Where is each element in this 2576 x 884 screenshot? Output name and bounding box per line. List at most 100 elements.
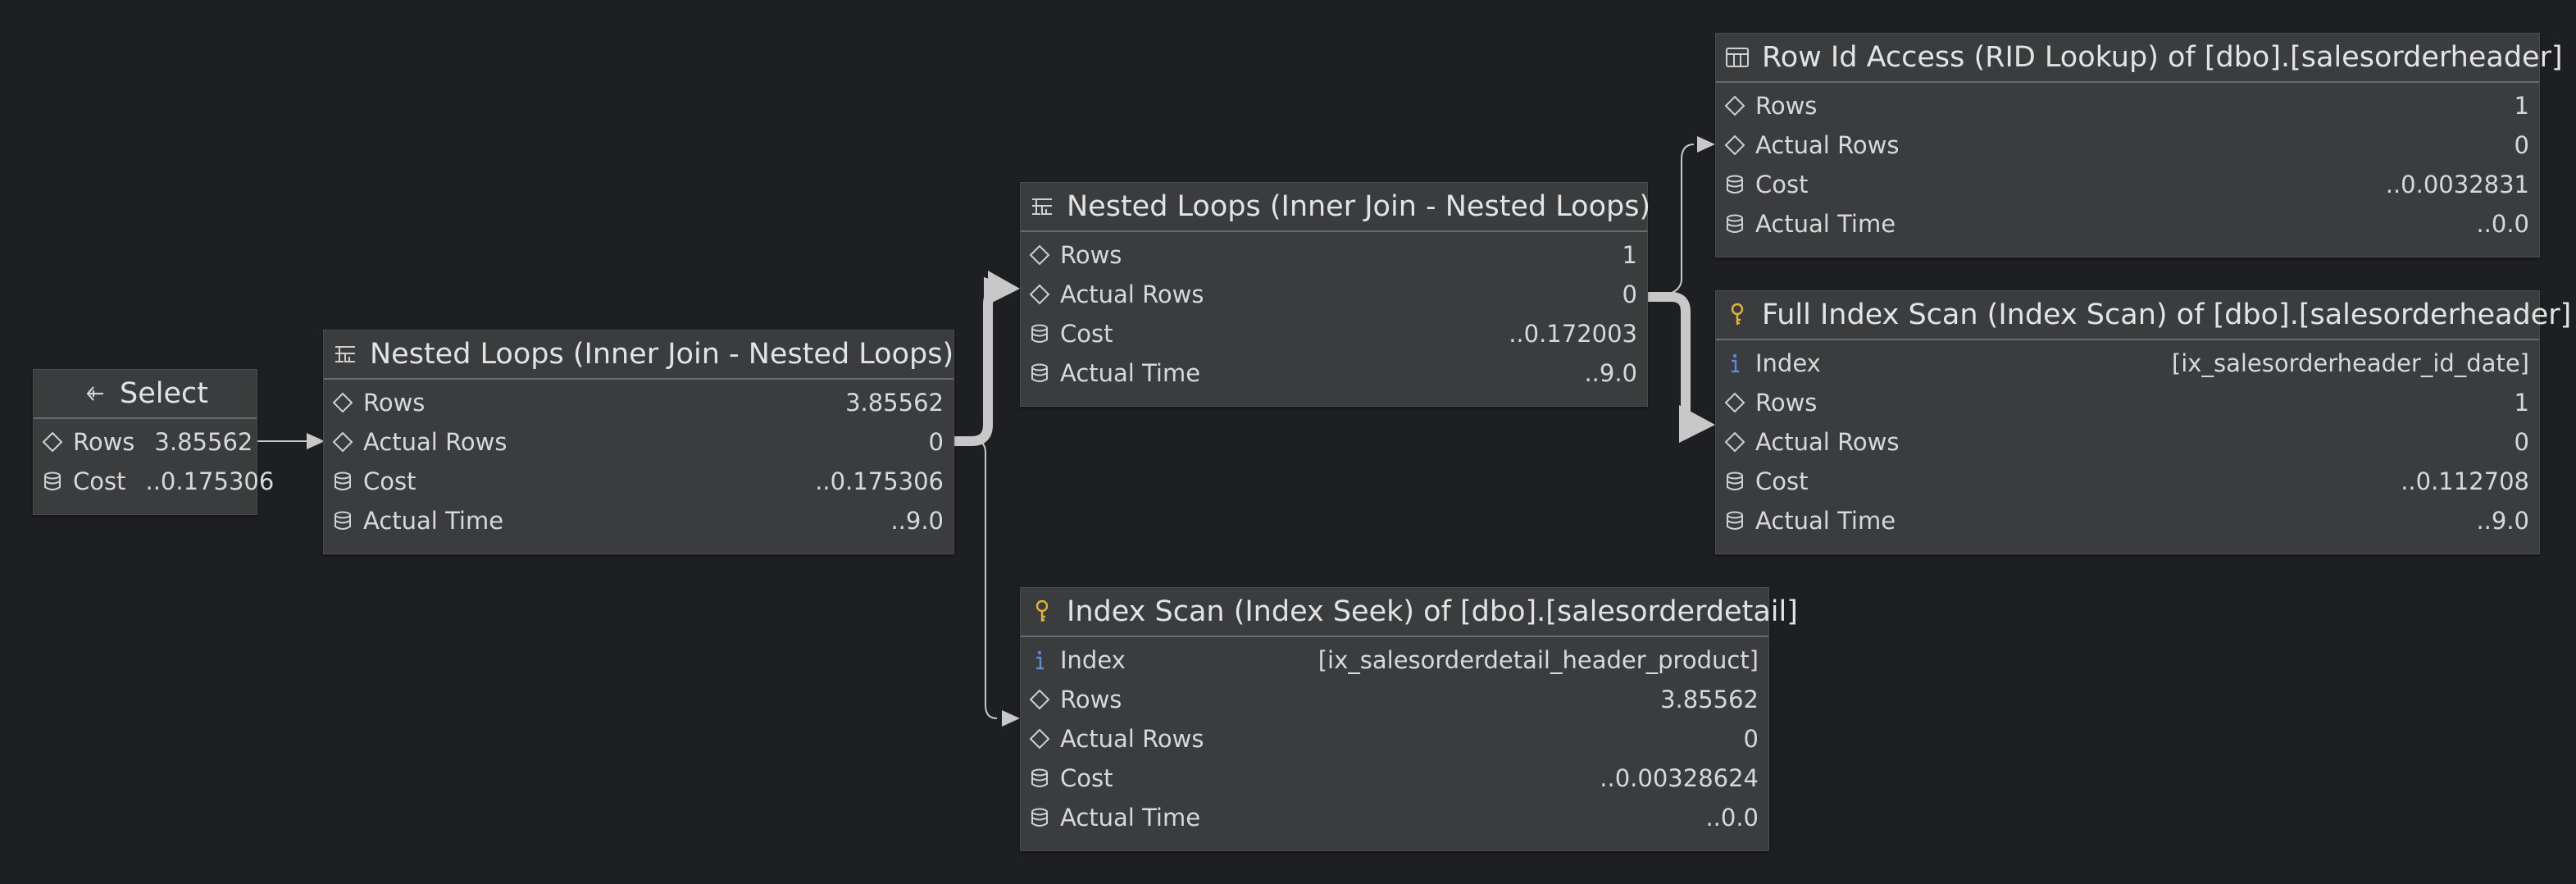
node-header: Select: [34, 370, 257, 419]
node-nested-loops-2[interactable]: Nested Loops (Inner Join - Nested Loops)…: [1020, 182, 1651, 407]
property-row: Cost ..0.00328624: [1021, 759, 1768, 798]
property-row: Actual Time ..9.0: [1716, 501, 2539, 540]
edge-index-seek-to-nested-loops-1: [975, 440, 1020, 727]
property-value: 3.85562: [845, 389, 944, 417]
edge-rid-lookup-to-nested-loops-2: [1645, 136, 1715, 298]
property-value: 0: [1622, 280, 1637, 308]
database-icon: [1029, 362, 1050, 384]
node-header: Full Index Scan (Index Scan) of [dbo].[s…: [1716, 291, 2571, 340]
property-row: Cost ..0.172003: [1021, 314, 1647, 353]
property-row: Index [ix_salesorderheader_id_date]: [1716, 344, 2539, 383]
property-value: ..0.0: [1705, 804, 1759, 832]
property-value: 3.85562: [1660, 686, 1759, 713]
property-value: 0: [2514, 428, 2529, 456]
property-value: 1: [2514, 389, 2529, 417]
node-title: Index Scan (Index Seek) of [dbo].[saleso…: [1067, 595, 1798, 628]
info-icon: [1724, 353, 1745, 374]
property-value: ..0.00328624: [1600, 764, 1759, 792]
property-value: 1: [2514, 92, 2529, 120]
diamond-icon: [1724, 431, 1745, 453]
property-row: Actual Rows 0: [1716, 125, 2539, 165]
nested-loops-icon: [1029, 194, 1055, 220]
property-row: Rows 3.85562: [34, 422, 257, 462]
property-value: ..9.0: [1584, 359, 1637, 387]
node-rid-lookup-salesorderheader[interactable]: Row Id Access (RID Lookup) of [dbo].[sal…: [1715, 33, 2563, 257]
key-icon: [1724, 302, 1750, 328]
edge-full-index-scan-to-nested-loops-2: [1646, 292, 1715, 443]
node-title: Nested Loops (Inner Join - Nested Loops): [370, 338, 954, 371]
property-value: [ix_salesorderheader_id_date]: [2171, 349, 2529, 377]
property-row: Rows 1: [1716, 86, 2539, 125]
table-icon: [1724, 44, 1750, 71]
key-icon: [1029, 599, 1055, 625]
property-row: Actual Rows 0: [1716, 422, 2539, 462]
property-row: Rows 3.85562: [324, 383, 953, 422]
property-row: Actual Time ..0.0: [1021, 798, 1768, 837]
node-header: Row Id Access (RID Lookup) of [dbo].[sal…: [1716, 34, 2563, 83]
property-value: ..0.172003: [1509, 320, 1637, 348]
edge-nested-loops-1-to-select: [257, 433, 325, 449]
node-select[interactable]: Select Rows 3.85562 Cost ..0.175306: [33, 369, 274, 515]
property-row: Actual Rows 0: [324, 422, 953, 462]
diamond-icon: [1724, 134, 1745, 156]
database-icon: [332, 510, 353, 531]
property-row: Actual Rows 0: [1021, 719, 1768, 759]
property-row: Rows 3.85562: [1021, 680, 1768, 719]
property-row: Cost ..0.175306: [34, 462, 274, 501]
diamond-icon: [1029, 284, 1050, 305]
node-nested-loops-1[interactable]: Nested Loops (Inner Join - Nested Loops)…: [323, 330, 954, 554]
property-value: ..0.0032831: [2385, 171, 2529, 198]
node-index-seek-salesorderdetail[interactable]: Index Scan (Index Seek) of [dbo].[saleso…: [1020, 587, 1798, 851]
database-icon: [1724, 213, 1745, 235]
node-header: Nested Loops (Inner Join - Nested Loops): [324, 330, 953, 380]
property-row: Cost ..0.175306: [324, 462, 953, 501]
property-row: Cost ..0.112708: [1716, 462, 2539, 501]
node-title: Row Id Access (RID Lookup) of [dbo].[sal…: [1762, 41, 2563, 74]
property-row: Cost ..0.0032831: [1716, 165, 2539, 204]
database-icon: [1724, 471, 1745, 492]
property-row: Rows 1: [1021, 235, 1647, 275]
property-value: ..0.175306: [145, 467, 275, 495]
node-header: Index Scan (Index Seek) of [dbo].[saleso…: [1021, 588, 1798, 637]
property-value: 0: [928, 428, 944, 456]
diamond-icon: [1724, 95, 1745, 116]
database-icon: [1724, 510, 1745, 531]
node-header: Nested Loops (Inner Join - Nested Loops): [1021, 183, 1651, 232]
property-value: [ix_salesorderdetail_header_product]: [1318, 646, 1759, 674]
database-icon: [1029, 807, 1050, 828]
node-full-index-scan-salesorderheader[interactable]: Full Index Scan (Index Scan) of [dbo].[s…: [1715, 290, 2571, 554]
diamond-icon: [332, 392, 353, 413]
property-row: Actual Rows 0: [1021, 275, 1647, 314]
database-icon: [1029, 768, 1050, 789]
diamond-icon: [1029, 689, 1050, 710]
node-title: Nested Loops (Inner Join - Nested Loops): [1067, 190, 1651, 223]
edge-nested-loops-2-to-nested-loops-1: [953, 271, 1020, 446]
node-title: Full Index Scan (Index Scan) of [dbo].[s…: [1762, 298, 2572, 331]
property-row: Actual Time ..9.0: [1021, 353, 1647, 393]
property-value: ..9.0: [2476, 507, 2529, 535]
database-icon: [332, 471, 353, 492]
property-value: ..9.0: [890, 507, 944, 535]
database-icon: [42, 471, 63, 492]
diamond-icon: [332, 431, 353, 453]
property-value: ..0.0: [2476, 210, 2529, 238]
database-icon: [1029, 323, 1050, 344]
property-value: ..0.175306: [815, 467, 944, 495]
diamond-icon: [1029, 244, 1050, 266]
nested-loops-icon: [332, 341, 358, 367]
property-row: Actual Time ..0.0: [1716, 204, 2539, 244]
property-value: 0: [1743, 725, 1759, 753]
info-icon: [1029, 649, 1050, 671]
property-value: 1: [1622, 241, 1637, 269]
property-row: Index [ix_salesorderdetail_header_produc…: [1021, 640, 1768, 680]
diamond-icon: [1724, 392, 1745, 413]
diamond-icon: [42, 431, 63, 453]
diamond-icon: [1029, 728, 1050, 750]
property-row: Rows 1: [1716, 383, 2539, 422]
property-value: ..0.112708: [2401, 467, 2529, 495]
node-title: Select: [120, 377, 208, 410]
arrow-left-icon: [82, 380, 108, 407]
property-value: 3.85562: [154, 428, 253, 456]
property-row: Actual Time ..9.0: [324, 501, 953, 540]
